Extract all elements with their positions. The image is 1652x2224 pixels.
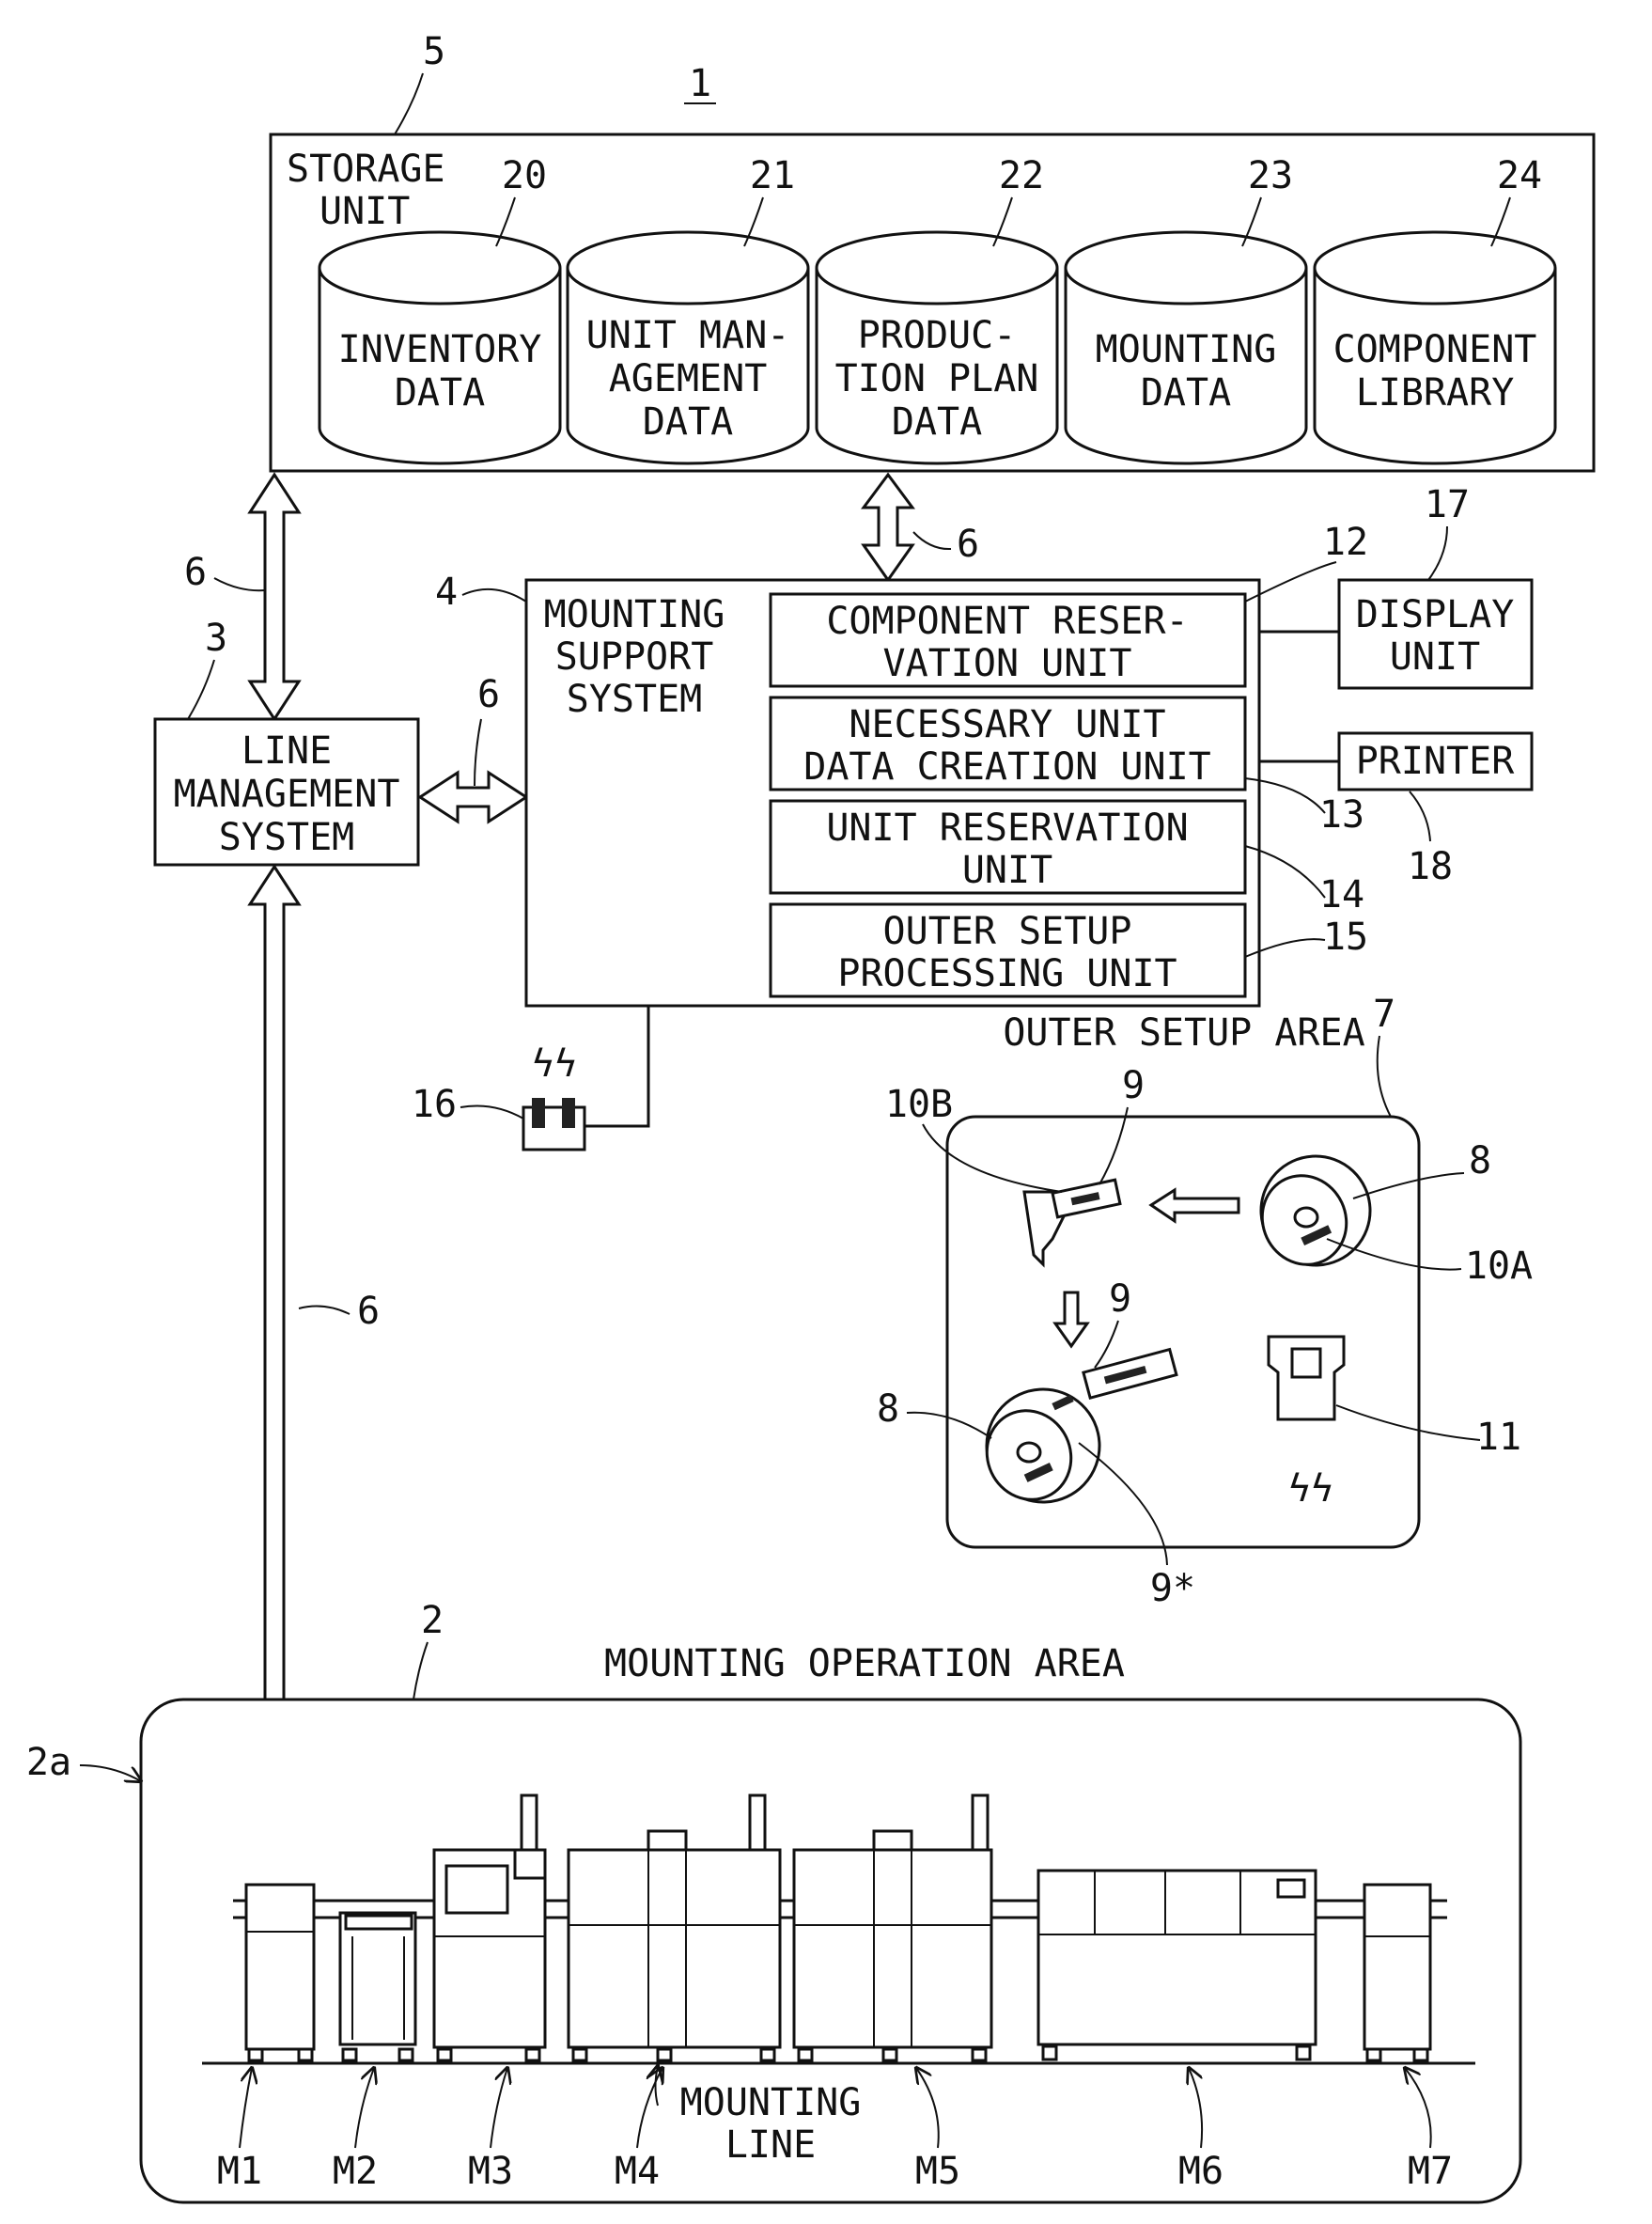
svg-text:VATION UNIT: VATION UNIT [883, 642, 1132, 685]
line-management-system: LINE MANAGEMENT SYSTEM 3 [155, 617, 418, 865]
support-unit-12: COMPONENT RESER-VATION UNIT 12 [771, 521, 1368, 686]
database-ref: 21 [750, 154, 795, 197]
svg-text:MOUNTING OPERATION AREA: MOUNTING OPERATION AREA [604, 1642, 1125, 1685]
svg-text:DATA: DATA [643, 400, 733, 444]
wireless-transceiver: ϟϟ 16 [412, 1006, 648, 1150]
svg-text:8: 8 [877, 1387, 899, 1431]
svg-text:DATA CREATION UNIT: DATA CREATION UNIT [803, 745, 1210, 789]
svg-text:LIBRARY: LIBRARY [1356, 371, 1515, 415]
line-mgmt-ref: 3 [205, 617, 227, 660]
support-unit-15: OUTER SETUPPROCESSING UNIT 15 [771, 904, 1368, 996]
svg-text:AGEMENT: AGEMENT [609, 357, 768, 400]
figure-label: 1 [684, 62, 716, 105]
svg-text:PROCESSING UNIT: PROCESSING UNIT [837, 952, 1177, 995]
operation-area-sub-ref: 2a [26, 1741, 71, 1784]
storage-unit: 5 STORAGE UNIT INVENTORYDATA20UNIT MAN-A… [271, 30, 1594, 471]
svg-text:DATA: DATA [1141, 371, 1231, 415]
svg-text:11: 11 [1476, 1416, 1521, 1459]
svg-text:M5: M5 [915, 2150, 960, 2193]
svg-text:COMPONENT: COMPONENT [1333, 328, 1537, 371]
svg-text:M2: M2 [333, 2150, 378, 2193]
svg-text:9*: 9* [1150, 1567, 1195, 1610]
svg-text:MOUNTING: MOUNTING [1096, 328, 1277, 371]
svg-text:OUTER SETUP: OUTER SETUP [883, 910, 1132, 953]
svg-text:DATA: DATA [892, 400, 982, 444]
svg-text:NECESSARY UNIT: NECESSARY UNIT [849, 703, 1165, 746]
svg-text:SYSTEM: SYSTEM [219, 816, 355, 859]
svg-text:M4: M4 [615, 2150, 660, 2193]
storage-title-line2: UNIT [319, 190, 410, 233]
svg-text:DISPLAY: DISPLAY [1356, 593, 1515, 636]
wireless-icon: ϟϟ [532, 1042, 577, 1086]
database-ref: 23 [1248, 154, 1293, 197]
svg-text:M7: M7 [1408, 2150, 1453, 2193]
operation-area-ref: 2 [421, 1599, 444, 1642]
svg-text:16: 16 [412, 1083, 457, 1126]
mounting-operation-area: 2 MOUNTING OPERATION AREA 2a [26, 1599, 1520, 2202]
svg-text:UNIT MAN-: UNIT MAN- [586, 314, 790, 357]
svg-text:1: 1 [689, 62, 711, 105]
printer: PRINTER 18 [1259, 733, 1532, 888]
svg-text:INVENTORY: INVENTORY [338, 328, 542, 371]
svg-text:SUPPORT: SUPPORT [555, 635, 714, 679]
svg-text:6: 6 [184, 551, 207, 594]
unit-ref: 15 [1323, 916, 1368, 959]
machine-m7-icon [1364, 1885, 1430, 2060]
svg-text:10B: 10B [885, 1083, 953, 1126]
svg-text:M1: M1 [217, 2150, 262, 2193]
svg-text:6: 6 [357, 1290, 380, 1333]
display-ref: 17 [1425, 483, 1470, 526]
svg-text:UNIT RESERVATION: UNIT RESERVATION [826, 807, 1188, 850]
unit-ref: 14 [1319, 873, 1364, 916]
svg-text:M6: M6 [1178, 2150, 1223, 2193]
svg-text:MANAGEMENT: MANAGEMENT [174, 773, 400, 816]
svg-text:LINE: LINE [725, 2123, 816, 2167]
svg-text:M3: M3 [468, 2150, 513, 2193]
storage-title-line1: STORAGE [287, 148, 445, 191]
support-ref: 4 [435, 571, 458, 614]
svg-text:COMPONENT RESER-: COMPONENT RESER- [826, 600, 1188, 643]
svg-text:SYSTEM: SYSTEM [567, 678, 703, 721]
database-ref: 24 [1497, 154, 1542, 197]
mounting-support-system: 4 MOUNTING SUPPORT SYSTEM COMPONENT RESE… [435, 521, 1368, 1006]
svg-text:6: 6 [957, 523, 979, 566]
database-ref: 20 [502, 154, 547, 197]
svg-text:LINE: LINE [242, 729, 332, 773]
svg-text:9: 9 [1122, 1064, 1145, 1107]
outer-setup-area: OUTER SETUP AREA 7 10B 9 8 10A [877, 993, 1533, 1610]
storage-ref: 5 [423, 30, 445, 73]
svg-text:DATA: DATA [395, 371, 485, 415]
svg-text:TION PLAN: TION PLAN [835, 357, 1039, 400]
svg-text:PRODUC-: PRODUC- [858, 314, 1017, 357]
svg-text:MOUNTING: MOUNTING [544, 593, 725, 636]
svg-text:PRINTER: PRINTER [1356, 740, 1515, 783]
outer-setup-ref: 7 [1373, 993, 1395, 1036]
svg-text:8: 8 [1469, 1139, 1491, 1182]
svg-text:UNIT: UNIT [962, 849, 1052, 892]
printer-ref: 18 [1408, 845, 1453, 888]
handheld-terminal-icon [1269, 1337, 1344, 1419]
wireless-icon-2: ϟϟ [1288, 1467, 1333, 1511]
svg-text:9: 9 [1109, 1277, 1131, 1321]
unit-ref: 12 [1323, 521, 1368, 564]
display-unit: DISPLAY UNIT 17 [1259, 483, 1532, 688]
machine-m2-icon [340, 1913, 415, 2060]
svg-text:6: 6 [477, 673, 500, 716]
svg-text:UNIT: UNIT [1390, 635, 1480, 679]
machine-m1-icon [246, 1885, 314, 2060]
unit-ref: 13 [1319, 793, 1364, 837]
svg-text:10A: 10A [1465, 1245, 1533, 1288]
database-ref: 22 [999, 154, 1044, 197]
mounting-line-label: MOUNTING [680, 2081, 862, 2124]
machine-m6-icon [1038, 1871, 1316, 2060]
svg-text:OUTER SETUP AREA: OUTER SETUP AREA [1003, 1011, 1364, 1055]
